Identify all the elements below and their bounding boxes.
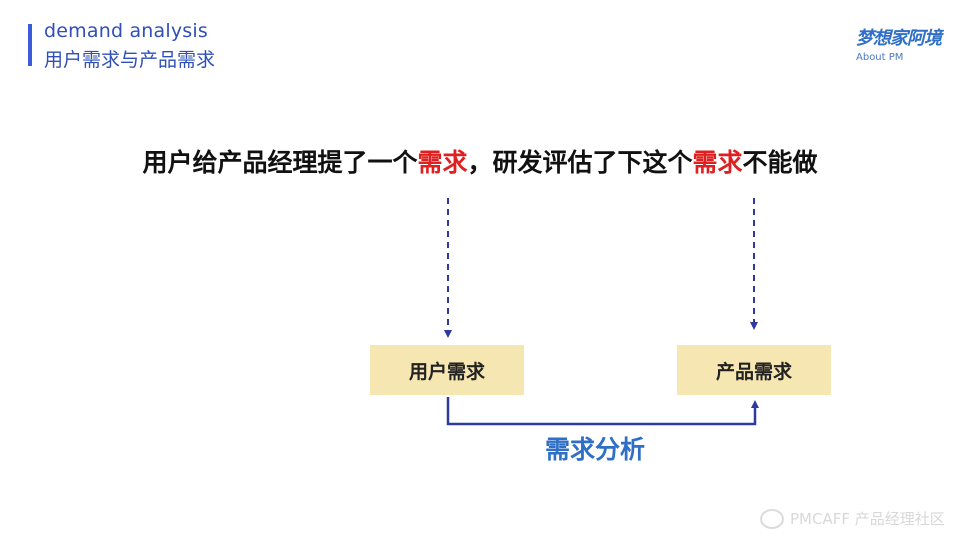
headline-highlight1: 需求 [417,148,468,177]
headline: 用户给产品经理提了一个需求，研发评估了下这个需求不能做 [0,143,960,179]
headline-part1: 用户给产品经理提了一个 [142,148,418,177]
headline-part3: 不能做 [742,148,818,177]
logo-name: 梦想家阿境 [856,28,942,49]
headline-part2: ，研发评估了下这个 [467,148,693,177]
brand-logo: 梦想家阿境 About PM [856,24,946,63]
header-title-cn: 用户需求与产品需求 [44,49,216,71]
watermark-text: PMCAFF 产品经理社区 [790,510,945,528]
requirement-analysis-label: 需求分析 [544,435,645,464]
accent-bar [28,24,32,66]
product-requirement-box: 产品需求 [677,345,831,395]
logo-tagline: About PM [856,52,904,63]
watermark: PMCAFF 产品经理社区 [760,508,945,529]
wechat-icon [760,508,784,529]
headline-highlight2: 需求 [692,148,743,177]
user-requirement-box: 用户需求 [370,345,524,395]
analysis-connector-arrow [446,397,759,426]
header-subtitle-en: demand analysis [44,20,208,42]
